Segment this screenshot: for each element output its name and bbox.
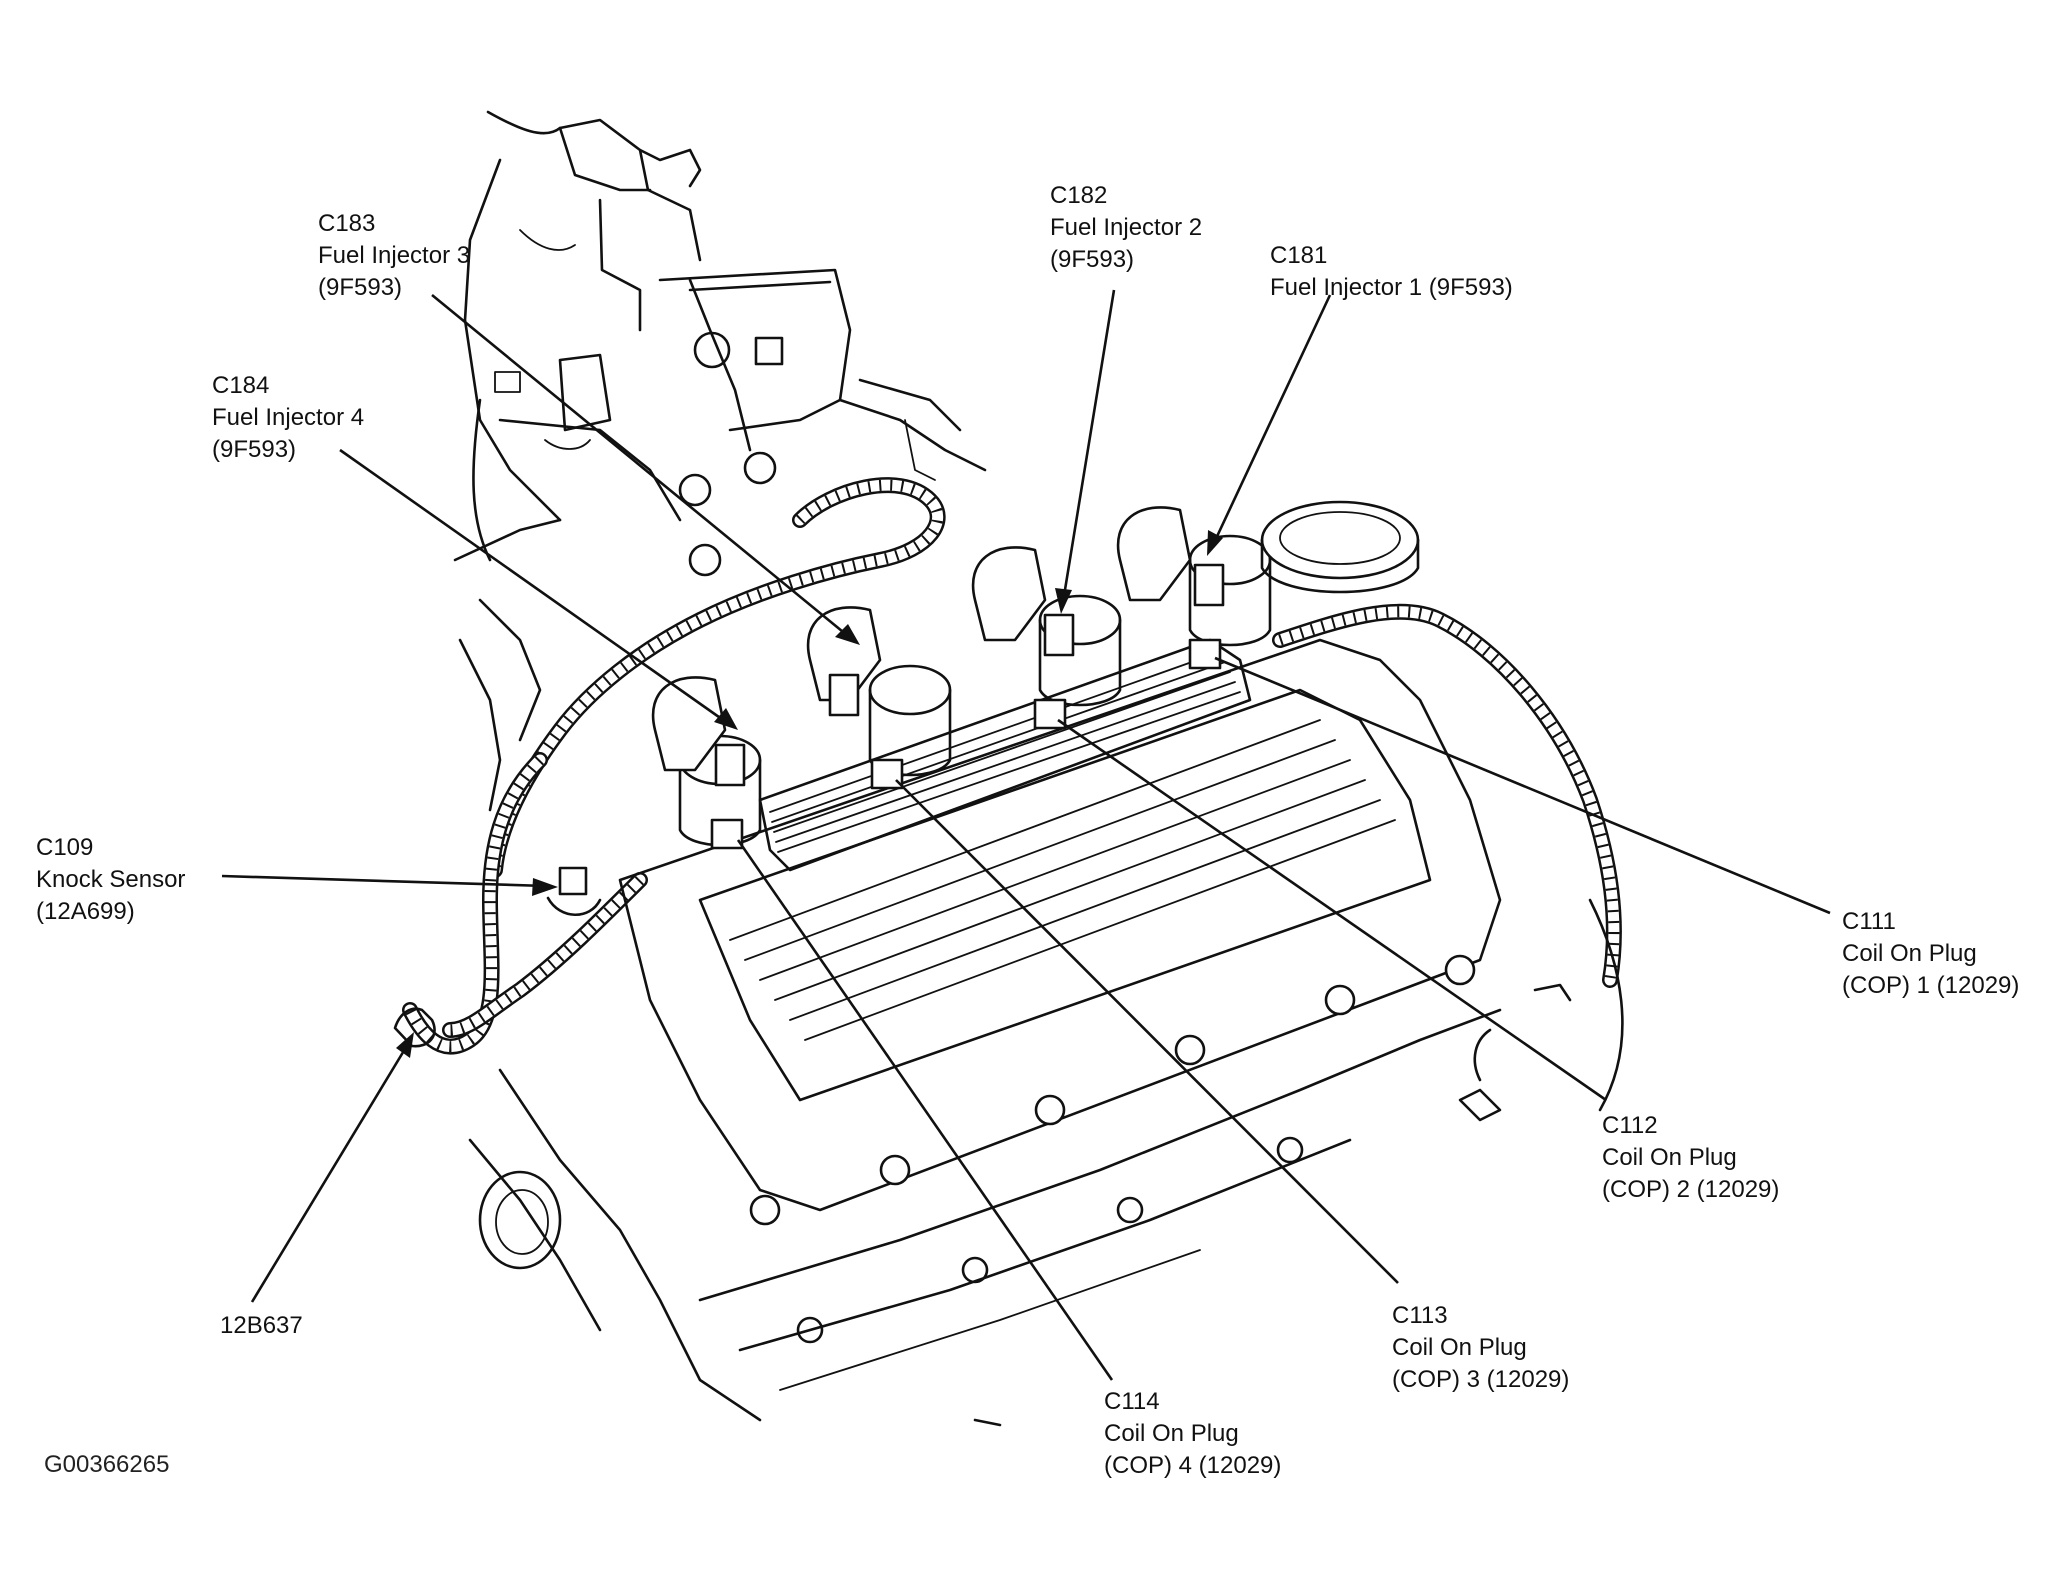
- callout-code: C183: [318, 210, 376, 237]
- callout-name: Coil On Plug: [1842, 940, 1977, 967]
- arrowhead-c182: [1055, 588, 1072, 614]
- callout-name: Fuel Injector 4: [212, 404, 365, 431]
- callout-part: (9F593): [1050, 246, 1135, 273]
- leader-c182: [1061, 289, 1116, 603]
- callout-part: (9F593): [318, 274, 403, 301]
- cop-connector-4: [710, 818, 744, 850]
- callout-c113: C113 Coil On Plug (COP) 3 (12029): [1392, 1300, 1569, 1396]
- callout-code: C111: [1842, 908, 1896, 935]
- callout-c181: C181 Fuel Injector 1 (9F593): [1270, 240, 1513, 304]
- injector-connector-2: [971, 546, 1075, 657]
- callout-code: C184: [212, 372, 270, 399]
- cop-connector-2: [1033, 698, 1067, 730]
- head-bolts: [749, 954, 1476, 1344]
- callout-code: C109: [36, 834, 94, 861]
- injector-connector-1: [1116, 506, 1225, 607]
- callout-part: (9F593): [212, 436, 297, 463]
- leader-lines: [221, 289, 1831, 1381]
- arrowhead-c109: [532, 878, 558, 896]
- leader-c114: [736, 839, 1114, 1381]
- callout-name: Coil On Plug: [1392, 1334, 1527, 1361]
- arrowhead-c183: [835, 624, 860, 645]
- arrowhead-12b637: [396, 1032, 414, 1058]
- callout-part: (COP) 3 (12029): [1392, 1366, 1570, 1393]
- knock-sensor-connector: [558, 866, 588, 896]
- engine-illustration: [393, 110, 1624, 1427]
- callout-c183: C183 Fuel Injector 3 (9F593): [318, 208, 470, 304]
- callout-name: Coil On Plug: [1602, 1144, 1737, 1171]
- cop-connector-3: [870, 758, 904, 790]
- injector-connector-3: [806, 606, 882, 717]
- leader-c113: [895, 779, 1399, 1284]
- callout-part: (COP) 2 (12029): [1602, 1176, 1780, 1203]
- leader-c112: [1057, 718, 1607, 1102]
- leader-c183: [431, 293, 849, 638]
- callout-code: C112: [1602, 1112, 1658, 1139]
- callout-part: (COP) 4 (12029): [1104, 1452, 1282, 1479]
- callout-c112: C112 Coil On Plug (COP) 2 (12029): [1602, 1110, 1779, 1206]
- callout-code: C114: [1104, 1388, 1160, 1415]
- callout-part: (12A699): [36, 898, 135, 925]
- callout-name: Fuel Injector 3: [318, 242, 471, 269]
- callout-c114: C114 Coil On Plug (COP) 4 (12029): [1104, 1386, 1281, 1482]
- callout-c109: C109 Knock Sensor (12A699): [36, 832, 185, 928]
- callout-code: 12B637: [220, 1312, 303, 1339]
- callout-name: Fuel Injector 2: [1050, 214, 1203, 241]
- leader-c184: [339, 448, 727, 724]
- callout-c182: C182 Fuel Injector 2 (9F593): [1050, 180, 1202, 276]
- callout-c111: C111 Coil On Plug (COP) 1 (12029): [1842, 906, 2019, 1002]
- callout-name: Coil On Plug: [1104, 1420, 1239, 1447]
- callout-name: Fuel Injector 1 (9F593): [1270, 274, 1513, 301]
- callout-c184: C184 Fuel Injector 4 (9F593): [212, 370, 364, 466]
- leader-12b637: [250, 1043, 410, 1303]
- callout-name: Knock Sensor: [36, 866, 186, 893]
- callout-part: (COP) 1 (12029): [1842, 972, 2020, 999]
- cop-connector-1: [1188, 638, 1222, 670]
- callout-12b637: 12B637: [220, 1310, 303, 1342]
- leader-c109: [221, 874, 547, 888]
- callout-code: C181: [1270, 242, 1328, 269]
- callout-code: C113: [1392, 1302, 1448, 1329]
- figure-id: G00366265: [44, 1451, 170, 1478]
- arrowhead-c181: [1207, 530, 1223, 556]
- injector-connector-4: [651, 676, 746, 787]
- leader-c181: [1211, 294, 1332, 546]
- arrowhead-c184: [714, 708, 738, 730]
- leader-c111: [1214, 656, 1831, 915]
- callout-code: C182: [1050, 182, 1108, 209]
